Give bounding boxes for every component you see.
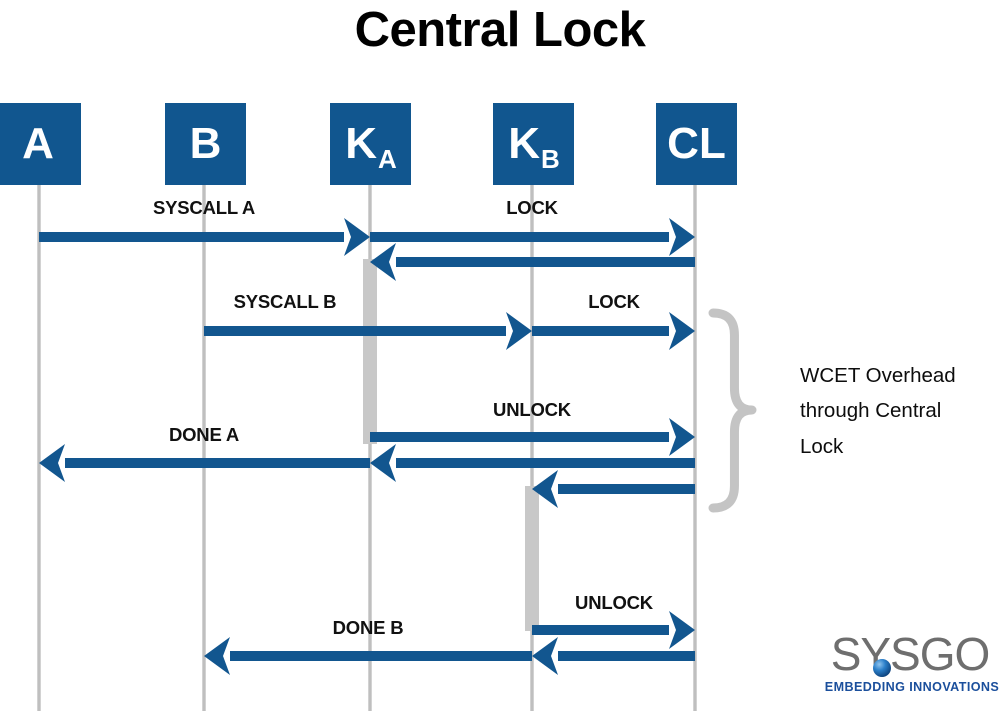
message-label-m8: DONE A — [168, 424, 240, 445]
page-title: Central Lock — [354, 3, 646, 57]
message-arrow-m12 — [204, 637, 532, 675]
participant-box-ka[interactable]: KA — [330, 103, 411, 185]
message-arrow-m8 — [39, 444, 370, 482]
participant-label-b: B — [189, 119, 222, 168]
logo-tagline: EMBEDDING INNOVATIONS — [824, 680, 1000, 694]
message-label-m5: LOCK — [588, 291, 640, 312]
wcet-annotation: WCET Overhead through Central Lock — [800, 358, 996, 464]
activation-bar-kb — [525, 486, 539, 631]
participant-box-kb[interactable]: KB — [493, 103, 574, 185]
message-arrow-m10 — [532, 611, 695, 649]
message-arrow-m2 — [370, 218, 695, 256]
activation-bars-group — [363, 259, 539, 631]
activation-bar-ka — [363, 259, 377, 444]
message-arrow-m1 — [39, 218, 370, 256]
message-arrow-m11 — [532, 637, 695, 675]
message-arrow-m3 — [370, 243, 695, 281]
participant-label-ka: KA — [345, 119, 397, 174]
annotation-line-2: through Central — [800, 399, 942, 423]
message-label-m2: LOCK — [506, 197, 558, 218]
participant-label-kb: KB — [508, 119, 560, 174]
message-label-m1: SYSCALL A — [152, 197, 256, 218]
message-label-m4: SYSCALL B — [233, 291, 337, 312]
message-arrow-m9 — [532, 470, 695, 508]
logo-wordmark: SYSGO — [831, 628, 990, 680]
participant-subscript-kb: B — [541, 144, 560, 174]
message-arrows-group — [39, 218, 695, 675]
message-arrow-m4 — [204, 312, 532, 350]
message-label-m12: DONE B — [332, 617, 404, 638]
wcet-brace — [708, 308, 757, 513]
participant-box-cl[interactable]: CL — [656, 103, 737, 185]
sysgo-logo: EMBEDDING INNOVATIONS — [824, 632, 1000, 704]
message-arrow-m6 — [370, 418, 695, 456]
participant-label-a: A — [22, 119, 54, 168]
annotation-line-3: Lock — [800, 434, 844, 458]
message-arrow-m5 — [532, 312, 695, 350]
brace-path — [708, 308, 757, 513]
message-label-m10: UNLOCK — [575, 592, 653, 613]
participant-box-a[interactable]: A — [0, 103, 81, 185]
participant-box-b[interactable]: B — [165, 103, 246, 185]
sysgo-wordmark: SYSGO — [831, 628, 991, 680]
participant-label-cl: CL — [667, 119, 726, 168]
annotation-line-1: WCET Overhead — [800, 364, 956, 387]
participant-subscript-ka: A — [378, 144, 397, 174]
logo-sphere-icon — [873, 659, 891, 677]
message-arrow-m7 — [370, 444, 695, 482]
message-label-m6: UNLOCK — [493, 399, 571, 420]
